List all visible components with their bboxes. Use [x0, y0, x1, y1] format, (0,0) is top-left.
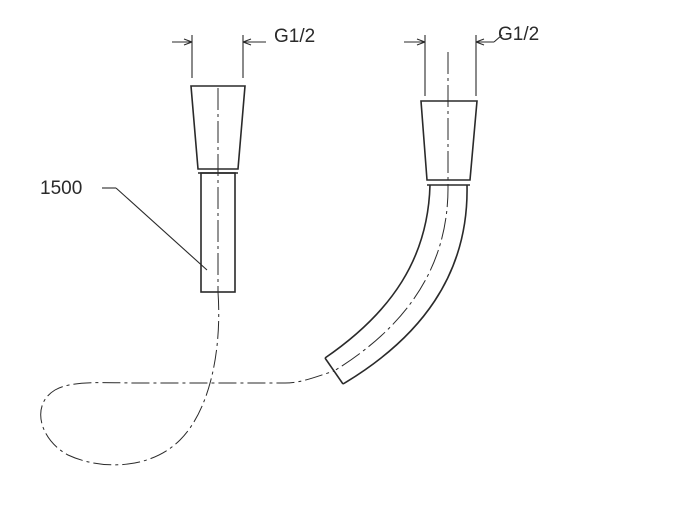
length-leader — [115, 187, 208, 271]
left-thread-dimension — [172, 35, 266, 78]
right-thread-dimension — [404, 34, 503, 96]
right-nut — [420, 100, 478, 181]
right-thread-label: G1/2 — [498, 24, 539, 45]
right-bent-centerline — [333, 184, 449, 372]
right-bent-tube-inner — [324, 184, 431, 359]
hose-loop-path — [40, 291, 335, 466]
right-connector — [324, 52, 478, 385]
hose-length-label: 1500 — [40, 178, 82, 199]
left-nut — [190, 85, 246, 170]
left-connector — [190, 85, 246, 293]
left-thread-label: G1/2 — [274, 26, 315, 47]
right-bent-tube-outer — [342, 184, 468, 385]
